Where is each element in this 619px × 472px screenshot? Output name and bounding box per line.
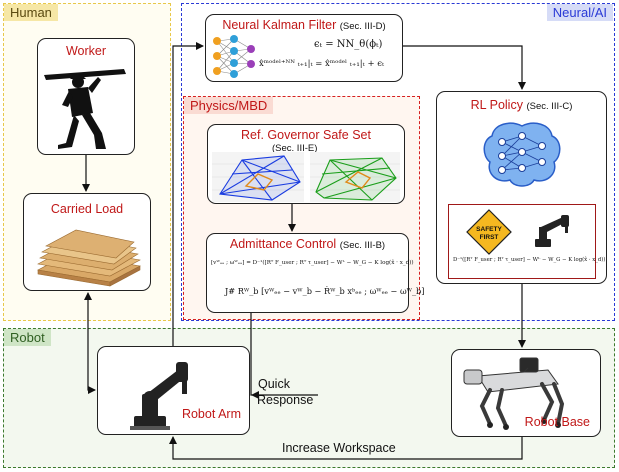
increase-workspace-label: Increase Workspace — [282, 441, 396, 455]
rl-policy-section: (Sec. III-C) — [526, 101, 573, 112]
neural-kalman-eq2: x̂ᵐᵒᵈᵉˡ⁺ᴺᴺ ₜ₊₁|ₜ = x̂ᵐᵒᵈᵉˡ ₜ₊₁|ₜ + ϵₜ — [259, 59, 385, 69]
robot-arm-icon — [130, 362, 188, 430]
admittance-title: Admittance Control (Sec. III-B) — [207, 237, 408, 251]
brain-network-icon — [483, 122, 561, 187]
carried-load-title: Carried Load — [50, 202, 124, 216]
carried-load-node: Carried Load — [23, 193, 151, 291]
quadruped-robot-icon — [463, 357, 565, 430]
rl-policy-inner-panel: SAFETY FIRST D⁻¹([Rᵀ F_user ; Rᵀ τ_user]… — [448, 204, 605, 279]
rl-robot-arm-icon — [535, 215, 569, 247]
safe-set-polytope-plots — [212, 152, 400, 202]
neural-kalman-eq1: ϵₜ = NN_θ(ϕₜ) — [314, 39, 383, 50]
worker-carrying-beam-icon — [44, 69, 126, 149]
ref-governor-section: (Sec. III-E) — [272, 143, 318, 154]
quick-response-label: Quick Response — [257, 376, 313, 408]
admittance-eq1: [vᵂₑₑ ; ωᵂₑₑ] = D⁻¹([Rᵀ F_user ; Rᵀ τ_us… — [211, 260, 414, 266]
physics-mbd-region-label: Physics/MBD — [184, 97, 274, 114]
neural-kalman-section: (Sec. III-D) — [339, 21, 386, 32]
quick-response-line2: Response — [257, 393, 314, 407]
quick-response-line1: Quick — [258, 377, 290, 391]
rl-policy-node: RL Policy (Sec. III-C) SAFETY FIRST — [436, 91, 607, 284]
worker-title: Worker — [65, 44, 107, 58]
rl-policy-title-text: RL Policy — [470, 98, 523, 112]
robot-base-node: Robot Base — [451, 349, 601, 437]
human-region-label: Human — [4, 4, 58, 21]
rl-policy-title: RL Policy (Sec. III-C) — [437, 98, 606, 112]
neural-network-icon — [213, 35, 255, 78]
rl-policy-eq: D⁻¹([Rᵀ F_user ; Rᵀ τ_user] − Wᴸ − W_G −… — [453, 257, 606, 263]
admittance-section: (Sec. III-B) — [339, 240, 386, 251]
wooden-planks-image — [37, 229, 141, 287]
admittance-control-node: Admittance Control (Sec. III-B) [vᵂₑₑ ; … — [206, 233, 425, 313]
robot-arm-title: Robot Arm — [181, 407, 241, 421]
safety-sign-line1: SAFETY — [476, 226, 502, 233]
robot-arm-node: Robot Arm — [97, 346, 250, 435]
neural-ai-region-label: Neural/AI — [546, 4, 613, 21]
admittance-eq2: J# Rᵂ_b [vᵂₑₑ − vᵂ_b − Ṙᵂ_b xᵇₑₑ ; ωᵂₑₑ … — [225, 286, 425, 296]
safety-sign-line2: FIRST — [480, 234, 499, 241]
admittance-title-text: Admittance Control — [229, 237, 337, 251]
robot-region-label: Robot — [4, 329, 51, 346]
neural-kalman-title-text: Neural Kalman Filter — [222, 18, 337, 32]
safety-first-sign-icon: SAFETY FIRST — [466, 209, 512, 255]
neural-kalman-filter-node: Neural Kalman Filter (Sec. III-D) ϵₜ = N… — [205, 14, 403, 82]
worker-node: Worker — [37, 38, 135, 155]
neural-kalman-title: Neural Kalman Filter (Sec. III-D) — [206, 18, 402, 32]
ref-governor-title: Ref. Governor Safe Set — [241, 128, 371, 142]
ref-governor-node: Ref. Governor Safe Set (Sec. III-E) — [207, 124, 405, 204]
robot-base-title: Robot Base — [524, 415, 590, 429]
